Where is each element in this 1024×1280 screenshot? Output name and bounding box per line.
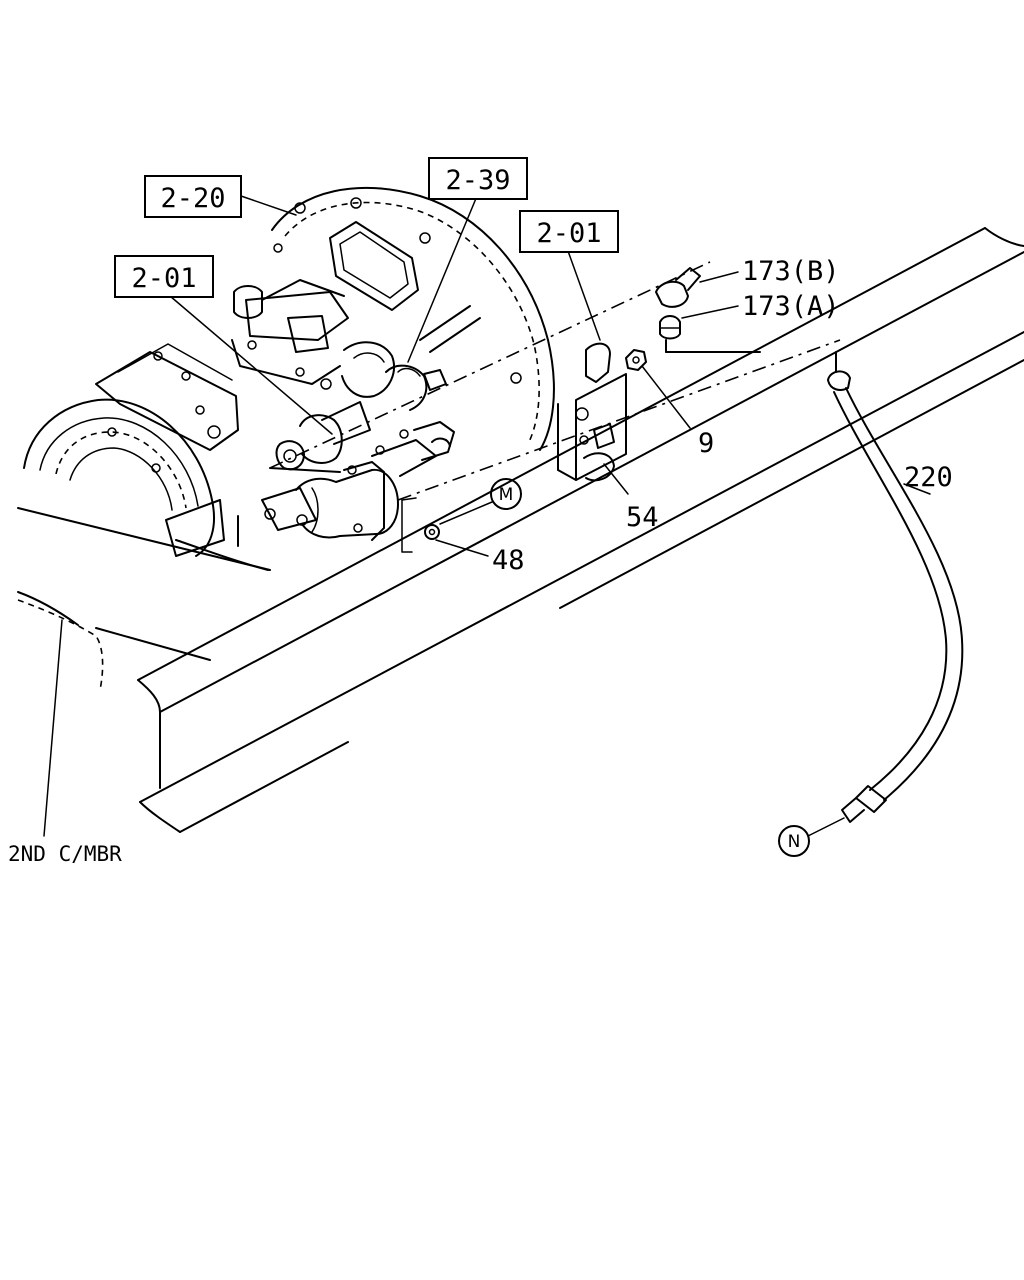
callout-2-20-label: 2-20 — [160, 183, 225, 214]
callout-2-01-right[interactable]: 2-01 — [519, 210, 619, 253]
part-173b-label[interactable]: 173(B) — [742, 256, 840, 287]
frame-rail — [137, 227, 1024, 833]
fittings — [655, 267, 701, 353]
part-173a-label[interactable]: 173(A) — [742, 291, 840, 322]
marker-n: N — [778, 825, 810, 857]
part-54-label[interactable]: 54 — [626, 502, 659, 533]
washer — [401, 497, 440, 553]
frame-label: 2ND C/MBR — [8, 842, 122, 866]
part-9-label[interactable]: 9 — [698, 428, 714, 459]
marker-m-label: M — [499, 485, 514, 505]
transmission-housing — [271, 186, 555, 451]
actuator-assembly — [231, 279, 447, 473]
marker-m: M — [490, 478, 522, 510]
callout-2-39[interactable]: 2-39 — [428, 157, 528, 200]
part-48-label[interactable]: 48 — [492, 545, 525, 576]
bracket — [557, 342, 627, 482]
power-cylinder — [261, 421, 455, 541]
nut — [625, 349, 647, 371]
flex-hose — [665, 351, 964, 823]
cross-member — [17, 507, 271, 691]
drum-assembly — [23, 343, 239, 557]
reference-leaders — [169, 195, 601, 435]
callout-2-01-right-label: 2-01 — [536, 218, 601, 249]
callout-2-01-left-label: 2-01 — [131, 263, 196, 294]
part-220-label[interactable]: 220 — [904, 462, 953, 493]
callout-2-01-left[interactable]: 2-01 — [114, 255, 214, 298]
centerline — [269, 261, 841, 501]
marker-n-label: N — [788, 832, 801, 852]
callout-2-39-label: 2-39 — [445, 165, 510, 196]
part-leaders — [43, 271, 931, 837]
callout-2-20[interactable]: 2-20 — [144, 175, 242, 218]
